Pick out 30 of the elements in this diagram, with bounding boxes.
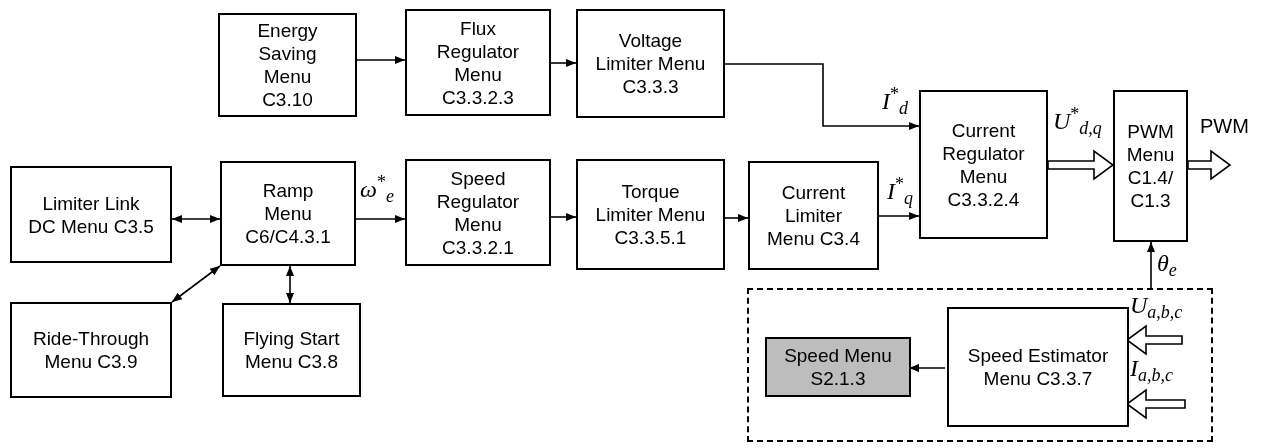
process-box: Speed Estimator Menu C3.3.7 (947, 307, 1129, 427)
arrow (724, 214, 749, 222)
edge-label: θ$_{e}$ (1157, 250, 1177, 276)
arrow (1147, 241, 1155, 289)
arrow (171, 215, 221, 223)
process-box: Current Limiter Menu C3.4 (748, 161, 879, 270)
arrow (355, 215, 406, 223)
process-box: Voltage Limiter Menu C3.3.3 (576, 9, 725, 118)
process-box: Speed Regulator Menu C3.3.2.1 (405, 159, 551, 266)
arrow (171, 265, 221, 303)
process-box: PWM Menu C1.4/ C1.3 (1113, 90, 1188, 242)
hollow-arrow (1047, 149, 1115, 181)
process-box: Speed Menu S2.1.3 (765, 337, 911, 397)
process-box: Current Regulator Menu C3.3.2.4 (919, 90, 1048, 239)
process-box: Limiter Link DC Menu C3.5 (10, 166, 172, 263)
arrow (878, 212, 920, 220)
arrow (550, 59, 577, 67)
edge-label: PWM (1200, 114, 1249, 138)
process-box: Flying Start Menu C3.8 (222, 303, 361, 397)
process-box: Ramp Menu C6/C4.3.1 (220, 161, 356, 266)
dashed-group-frame (747, 288, 1213, 442)
arrow (356, 56, 406, 64)
arrow (286, 265, 294, 304)
arrow (550, 213, 577, 221)
process-box: Ride-Through Menu C3.9 (10, 302, 172, 398)
process-box: Energy Saving Menu C3.10 (218, 13, 357, 117)
process-box: Flux Regulator Menu C3.3.2.3 (405, 9, 551, 116)
hollow-arrow (1187, 149, 1232, 181)
arrow (724, 63, 920, 130)
process-box: Torque Limiter Menu C3.3.5.1 (576, 159, 725, 270)
